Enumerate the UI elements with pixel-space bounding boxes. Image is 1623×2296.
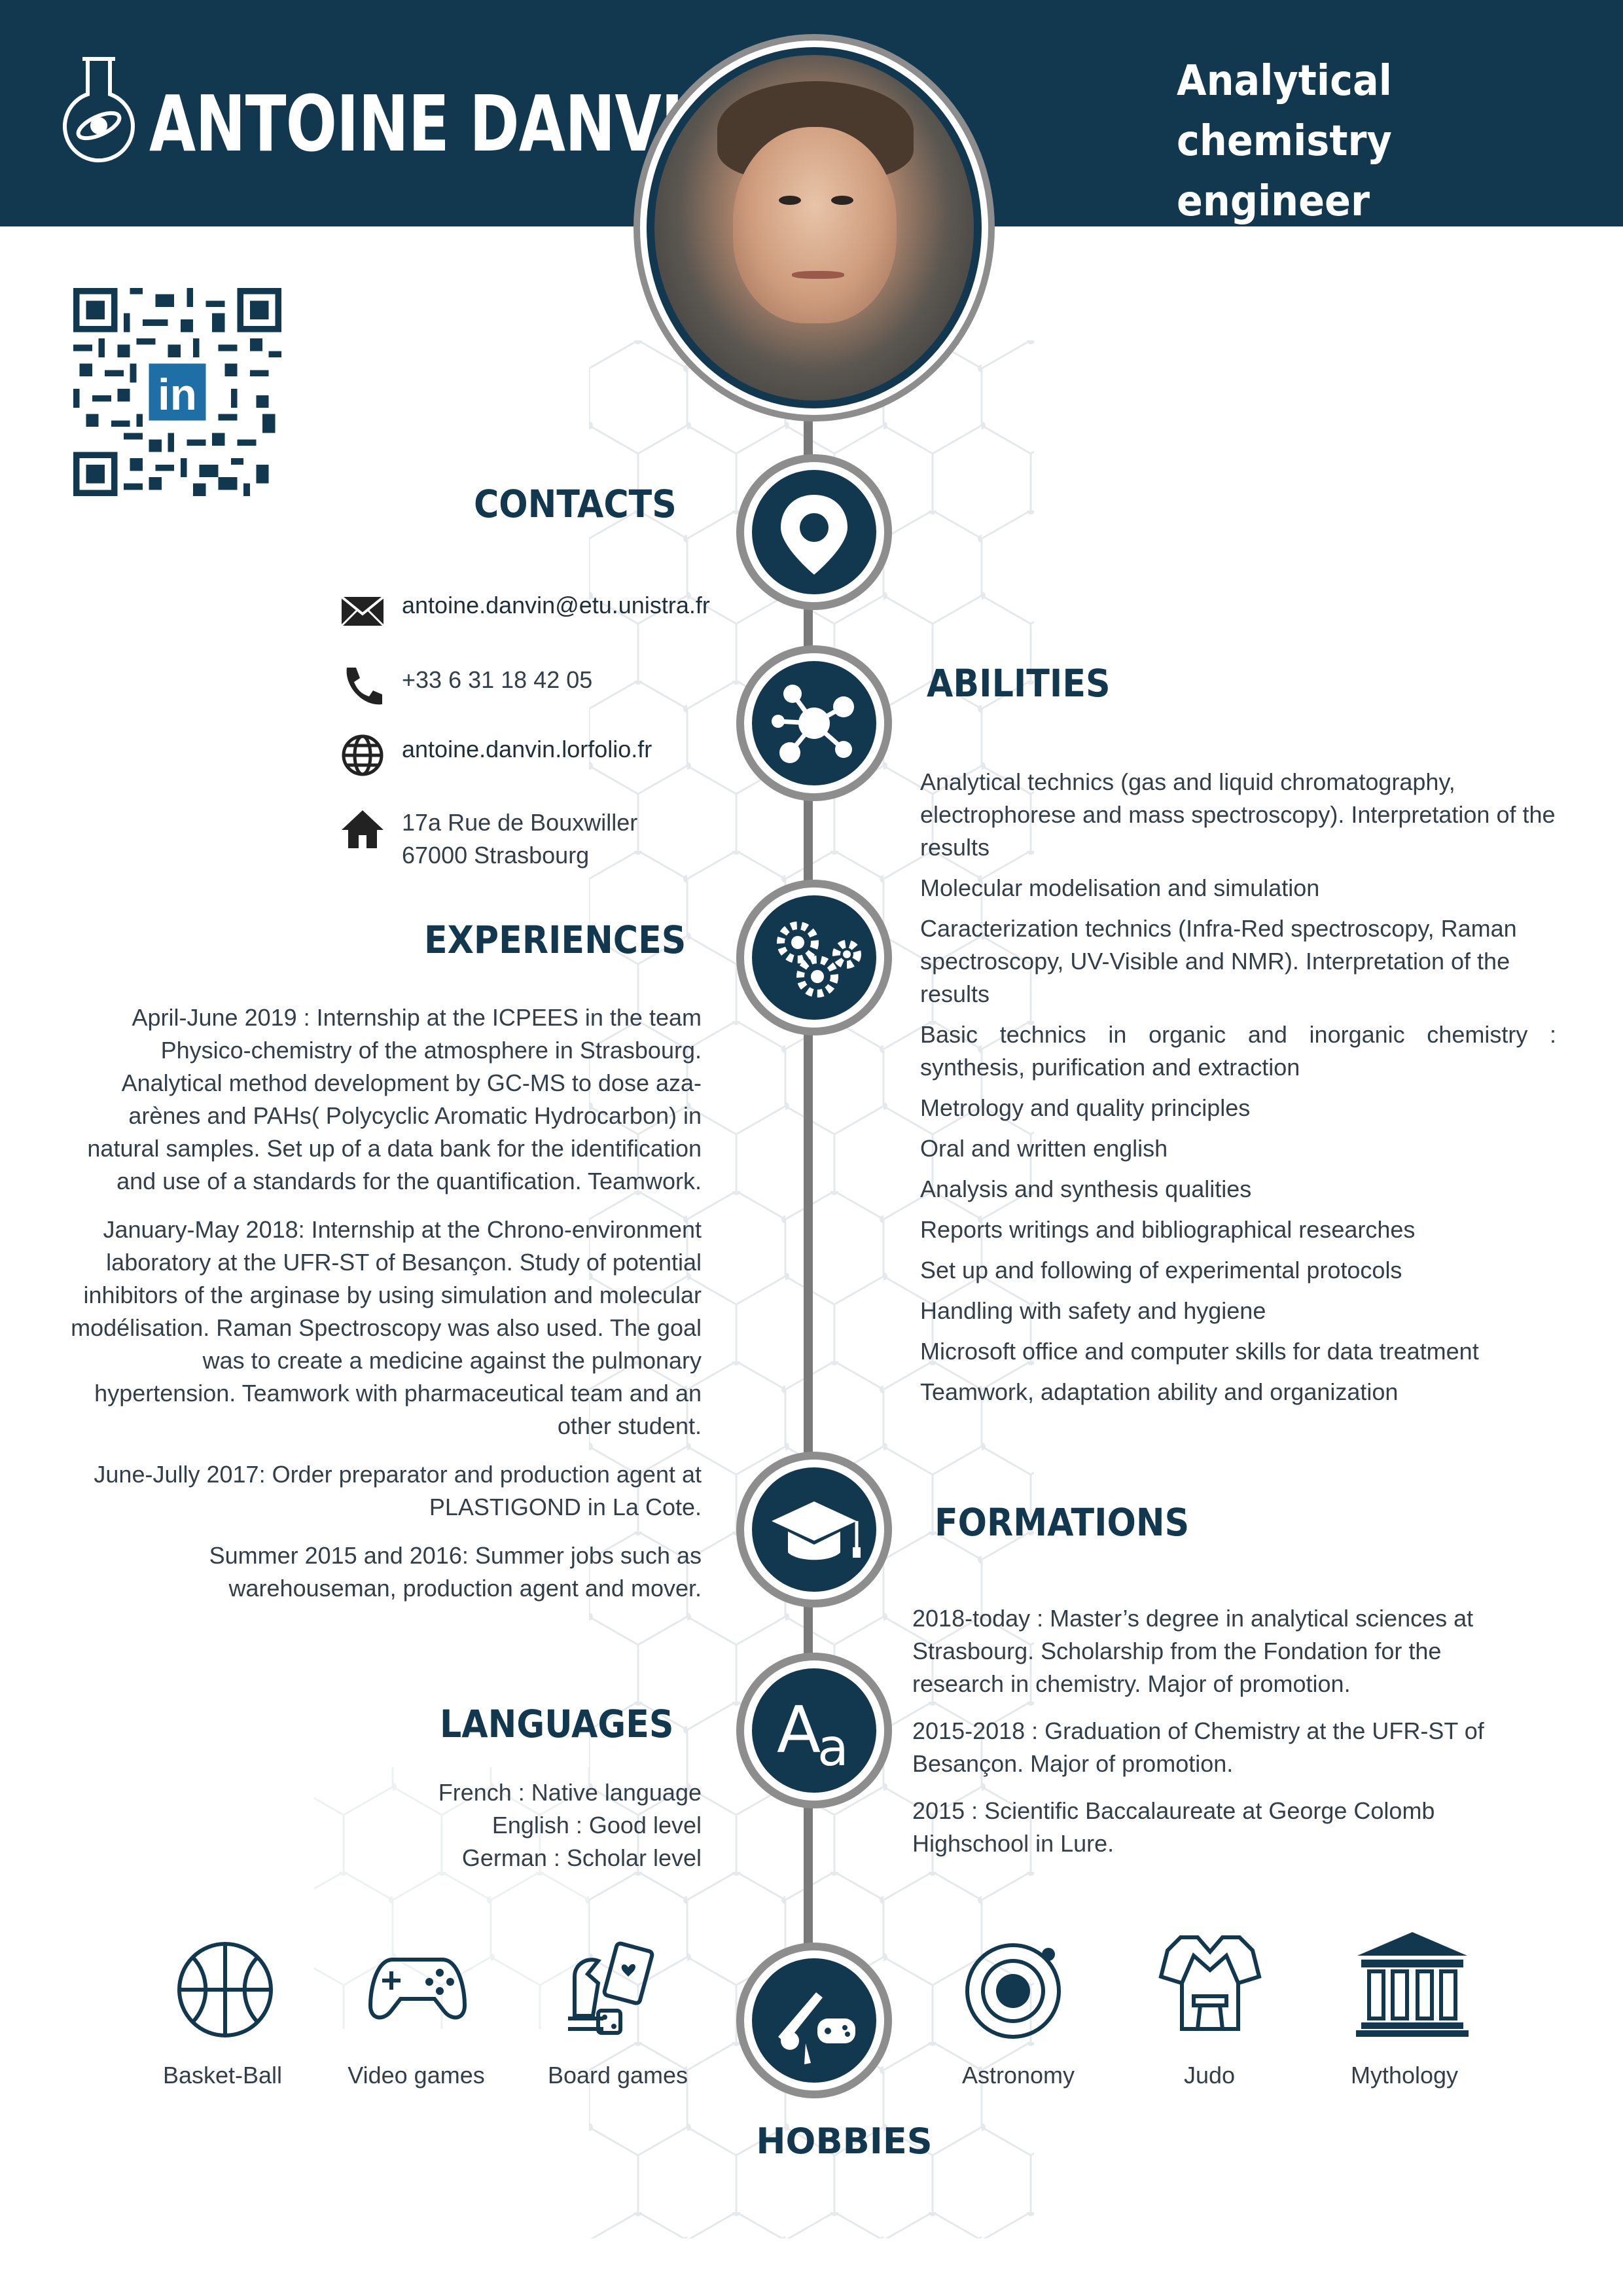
contact-address: 17a Rue de Bouxwiller 67000 Strasbourg (402, 806, 637, 872)
hobby-board-games-label: Board games (547, 2062, 688, 2089)
temple-icon (1356, 1932, 1469, 2037)
board-games-icon (568, 1941, 654, 2035)
abilities-node (744, 653, 884, 793)
experience-item-4: Summer 2015 and 2016: Summer jobs such a… (209, 1542, 702, 1602)
photo-face (733, 127, 897, 323)
profile-photo-image (654, 55, 974, 401)
flask-logo-icon (63, 57, 135, 163)
experience-item-2: January-May 2018: Internship at the Chro… (71, 1216, 702, 1439)
ability-item-3: Caracterization technics (Infra-Red spec… (920, 915, 1517, 1007)
photo-eye-right (831, 196, 853, 205)
graduation-cap-icon (772, 1501, 861, 1560)
contact-website[interactable]: antoine.danvin.lorfolio.fr (402, 736, 652, 762)
hobby-judo-label: Judo (1183, 2062, 1236, 2089)
ability-item-8: Reports writings and bibliographical res… (920, 1216, 1416, 1243)
ability-item-6: Oral and written english (920, 1135, 1168, 1162)
globe-icon (340, 733, 387, 776)
phone-icon (340, 664, 387, 705)
font-letters-icon: A a (777, 1693, 849, 1778)
language-french: French : Native language (438, 1779, 702, 1806)
judo-icon (1158, 1935, 1262, 2031)
basketball-icon (177, 1942, 273, 2037)
contact-email[interactable]: antoine.danvin@etu.unistra.fr (402, 592, 710, 619)
house-icon (340, 806, 387, 848)
ability-item-5: Metrology and quality principles (920, 1094, 1251, 1121)
experiences-list: April-June 2019 : Internship at the ICPE… (63, 1001, 702, 1621)
address-line-2: 67000 Strasbourg (402, 842, 590, 869)
hobby-mythology-label: Mythology (1350, 2062, 1459, 2089)
location-pin-icon (781, 495, 847, 575)
experiences-node (744, 888, 884, 1028)
address-line-1: 17a Rue de Bouxwiller (402, 809, 638, 836)
network-molecule-icon (772, 685, 854, 763)
hobby-astronomy-label: Astronomy (961, 2062, 1075, 2089)
experience-item-1: April-June 2019 : Internship at the ICPE… (87, 1004, 702, 1194)
photo-mouth (792, 271, 844, 279)
envelope-icon (340, 589, 387, 628)
contact-phone[interactable]: +33 6 31 18 42 05 (402, 666, 593, 693)
language-english: English : Good level (491, 1812, 702, 1839)
languages-list: French : Native language English : Good … (366, 1776, 702, 1874)
formation-item-1: 2018-today : Master’s degree in analytic… (912, 1605, 1474, 1697)
hobbies-tools-icon (778, 1992, 855, 2064)
contact-phone-row: +33 6 31 18 42 05 (340, 664, 593, 705)
ability-item-2: Molecular modelisation and simulation (920, 874, 1320, 901)
ability-item-12: Teamwork, adaptation ability and organiz… (920, 1378, 1399, 1405)
photo-eye-left (779, 196, 801, 205)
linkedin-badge-text: in (158, 370, 197, 420)
candidate-name: ANTOINE DANVIN (149, 79, 734, 169)
contacts-node (744, 462, 884, 602)
languages-title: LANGUAGES (440, 1702, 674, 1746)
job-title-line-1: Analytical (1177, 57, 1392, 105)
job-title-line-2: chemistry engineer (1177, 117, 1392, 226)
planet-icon (965, 1943, 1061, 2039)
formations-list: 2018-today : Master’s degree in analytic… (912, 1602, 1527, 1868)
language-german: German : Scholar level (461, 1844, 702, 1871)
linkedin-qr-code[interactable]: in (73, 288, 281, 496)
job-title: Analytical chemistry engineer (1177, 51, 1587, 232)
languages-node: A a (744, 1660, 884, 1801)
hobby-video-games-label: Video games (348, 2062, 485, 2089)
ability-item-10: Handling with safety and hygiene (920, 1297, 1266, 1324)
abilities-title: ABILITIES (927, 661, 1111, 706)
contact-address-row: 17a Rue de Bouxwiller 67000 Strasbourg (340, 806, 637, 869)
hobbies-title: HOBBIES (756, 2121, 933, 2162)
gamepad-icon (368, 1958, 467, 2020)
timeline-line (804, 386, 813, 2022)
ability-item-9: Set up and following of experimental pro… (920, 1257, 1402, 1283)
ability-item-4: Basic technics in organic and inorganic … (920, 1021, 1556, 1081)
ability-item-1: Analytical technics (gas and liquid chro… (920, 768, 1556, 861)
formation-item-3: 2015 : Scientific Baccalaureate at Georg… (912, 1797, 1435, 1857)
formations-node (744, 1460, 884, 1600)
gears-icon (777, 922, 861, 997)
formation-item-2: 2015-2018 : Graduation of Chemistry at t… (912, 1717, 1484, 1777)
svg-text:A: A (777, 1693, 821, 1768)
contact-website-row: antoine.danvin.lorfolio.fr (340, 733, 652, 776)
abilities-list: Analytical technics (gas and liquid chro… (920, 766, 1556, 1416)
hobby-basketball-label: Basket-Ball (162, 2062, 283, 2089)
profile-photo (640, 41, 988, 415)
hobbies-node (744, 1950, 884, 2090)
contact-email-row: antoine.danvin@etu.unistra.fr (340, 589, 710, 628)
experiences-title: EXPERIENCES (424, 918, 687, 962)
ability-item-11: Microsoft office and computer skills for… (920, 1338, 1479, 1365)
contacts-title: CONTACTS (474, 482, 677, 526)
experience-item-3: June-Jully 2017: Order preparator and pr… (94, 1461, 702, 1520)
ability-item-7: Analysis and synthesis qualities (920, 1175, 1252, 1202)
formations-title: FORMATIONS (935, 1500, 1190, 1545)
svg-text:a: a (817, 1719, 849, 1778)
